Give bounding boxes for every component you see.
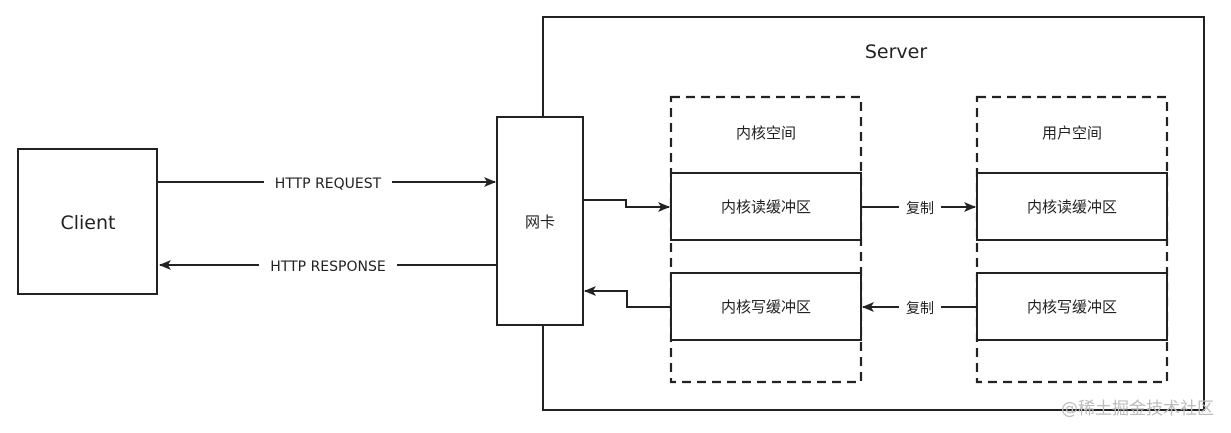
- server-title: Server: [865, 41, 927, 63]
- nic-to-kernel-read-arrow: [583, 199, 670, 212]
- user-write-buffer: [976, 272, 1168, 341]
- kernel-read-buffer-label: 内核读缓冲区: [721, 198, 811, 216]
- kernel-read-buffer: [670, 172, 862, 241]
- user-read-buffer-label: 内核读缓冲区: [1027, 198, 1117, 216]
- user-read-buffer: [976, 172, 1168, 241]
- copy-read-label: 复制: [906, 200, 934, 217]
- watermark: @稀土掘金技术社区: [1061, 399, 1214, 419]
- client-label: Client: [60, 212, 115, 234]
- nic-label: 网卡: [525, 213, 555, 231]
- user-space-title: 用户空间: [1042, 124, 1102, 142]
- client-box: Client: [17, 148, 158, 295]
- copy-read-arrow: 复制: [861, 197, 976, 217]
- user-space-region: 用户空间 内核读缓冲区 内核写缓冲区: [975, 95, 1169, 384]
- http-request-arrow: HTTP REQUEST: [158, 172, 496, 192]
- nic-box: 网卡: [496, 116, 584, 326]
- copy-write-arrow: 复制: [862, 297, 977, 317]
- copy-write-label: 复制: [906, 300, 934, 317]
- kernel-write-buffer: [670, 272, 862, 341]
- kernel-space-title: 内核空间: [736, 124, 796, 142]
- user-write-buffer-label: 内核写缓冲区: [1027, 298, 1117, 316]
- http-response-arrow: HTTP RESPONSE: [159, 255, 497, 275]
- http-request-label: HTTP REQUEST: [275, 176, 382, 192]
- kernel-write-to-nic-arrow: [584, 286, 671, 308]
- kernel-write-buffer-label: 内核写缓冲区: [721, 298, 811, 316]
- kernel-space-region: 内核空间 内核读缓冲区 内核写缓冲区: [669, 95, 863, 384]
- http-response-label: HTTP RESPONSE: [270, 259, 385, 275]
